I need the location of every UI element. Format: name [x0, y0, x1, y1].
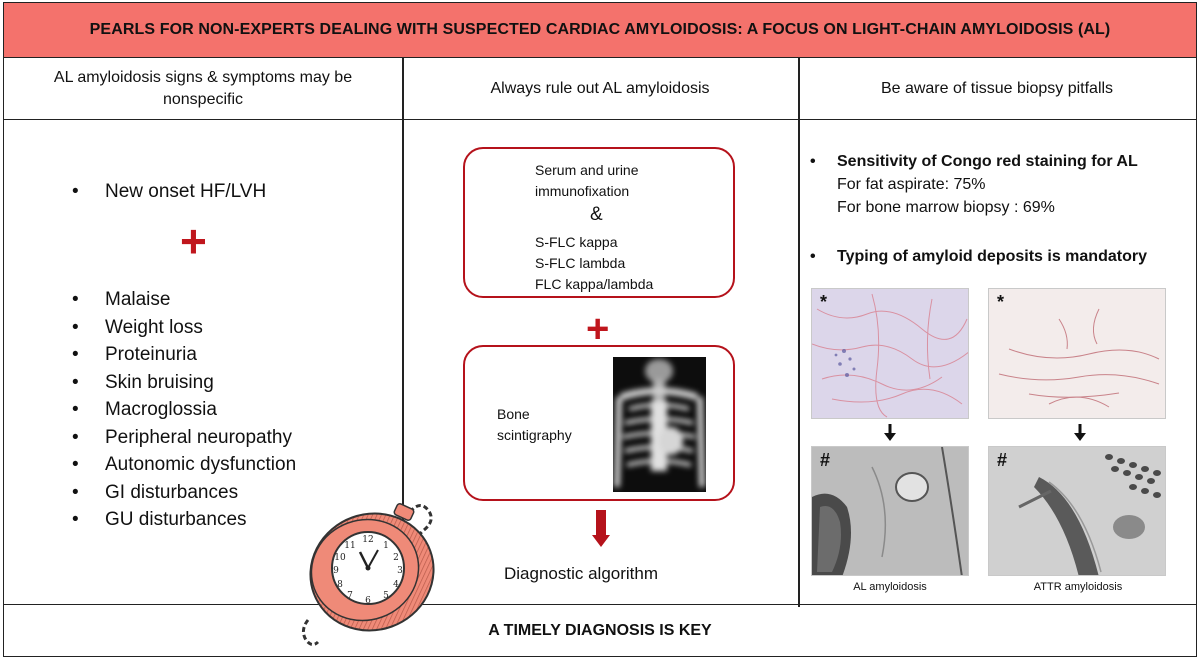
ampersand-label: &	[590, 204, 603, 225]
column-divider	[402, 58, 404, 607]
flc-lambda-label: S-FLC lambda	[535, 255, 626, 271]
al-electron-micrograph: #	[811, 446, 969, 576]
bone-scintigraphy-image	[613, 357, 706, 492]
footer-banner: A TIMELY DIAGNOSIS IS KEY	[4, 604, 1196, 656]
light-microscopy-marker: *	[997, 292, 1005, 312]
symptom-item: Malaise	[72, 286, 296, 314]
bone-marrow-sensitivity: For bone marrow biopsy : 69%	[837, 199, 1055, 216]
plus-icon: +	[180, 215, 207, 267]
svg-text:7: 7	[347, 591, 353, 601]
lab-tests-box	[463, 147, 735, 298]
pocket-watch-icon: 12 12 3 45 6 78 9 10 11	[301, 502, 435, 647]
down-arrow-icon	[1074, 424, 1086, 441]
infographic-frame: PEARLS FOR NON-EXPERTS DEALING WITH SUSP…	[3, 2, 1197, 657]
lab-test-label: Serum and urine	[535, 162, 639, 178]
light-microscopy-marker: *	[820, 292, 828, 312]
svg-text:1: 1	[383, 541, 389, 551]
svg-text:10: 10	[334, 553, 346, 563]
al-amyloidosis-caption: AL amyloidosis	[853, 581, 927, 593]
down-arrow-icon	[592, 535, 610, 547]
primary-sign: New onset HF/LVH	[72, 178, 266, 206]
imaging-label: Bone	[497, 406, 530, 422]
symptom-item: Skin bruising	[72, 369, 296, 397]
bullet-icon: •	[810, 248, 816, 265]
column-divider	[798, 58, 800, 607]
symptom-item: GI disturbances	[72, 479, 296, 507]
svg-text:5: 5	[383, 591, 389, 601]
down-arrow-icon	[596, 510, 606, 536]
electron-microscopy-marker: #	[820, 450, 831, 470]
diagnostic-algorithm-label: Diagnostic algorithm	[504, 564, 659, 583]
svg-text:2: 2	[393, 553, 399, 563]
svg-text:6: 6	[365, 596, 371, 606]
plus-icon: +	[586, 307, 610, 351]
sensitivity-heading: • Sensitivity of Congo red staining for …	[810, 150, 1138, 173]
svg-text:12: 12	[362, 535, 373, 545]
symptom-item: GU disturbances	[72, 506, 296, 534]
attr-electron-micrograph: #	[988, 446, 1166, 576]
electron-microscopy-marker: #	[997, 450, 1008, 470]
typing-heading: • Typing of amyloid deposits is mandator…	[810, 245, 1147, 268]
typing-title: Typing of amyloid deposits is mandatory	[837, 248, 1147, 265]
fat-aspirate-sensitivity: For fat aspirate: 75%	[837, 176, 986, 193]
bullet-icon: •	[810, 153, 816, 170]
page-title: PEARLS FOR NON-EXPERTS DEALING WITH SUSP…	[4, 3, 1196, 58]
symptom-item: Macroglossia	[72, 396, 296, 424]
al-congo-red-micrograph: *	[811, 288, 969, 419]
imaging-label: scintigraphy	[497, 427, 572, 443]
sensitivity-title: Sensitivity of Congo red staining for AL	[837, 153, 1138, 170]
svg-text:11: 11	[344, 541, 355, 551]
flc-kappa-label: S-FLC kappa	[535, 234, 618, 250]
attr-congo-red-micrograph: *	[988, 288, 1166, 419]
lab-test-label: immunofixation	[535, 183, 630, 199]
symptom-item: Autonomic dysfunction	[72, 451, 296, 479]
symptom-item: Peripheral neuropathy	[72, 424, 296, 452]
middle-column-heading: Always rule out AL amyloidosis	[402, 58, 798, 120]
primary-sign-list: New onset HF/LVH	[72, 178, 266, 206]
symptom-list: MalaiseWeight lossProteinuriaSkin bruisi…	[72, 286, 296, 534]
svg-text:9: 9	[333, 566, 339, 576]
symptom-item: Weight loss	[72, 314, 296, 342]
right-column-heading: Be aware of tissue biopsy pitfalls	[798, 58, 1196, 120]
down-arrow-icon	[884, 424, 896, 441]
symptom-item: Proteinuria	[72, 341, 296, 369]
flc-ratio-label: FLC kappa/lambda	[535, 276, 654, 292]
svg-text:8: 8	[337, 580, 343, 590]
attr-amyloidosis-caption: ATTR amyloidosis	[1033, 581, 1123, 593]
left-column-heading: AL amyloidosis signs & symptoms may be n…	[4, 58, 402, 120]
svg-text:3: 3	[397, 566, 403, 576]
svg-text:4: 4	[393, 580, 399, 590]
